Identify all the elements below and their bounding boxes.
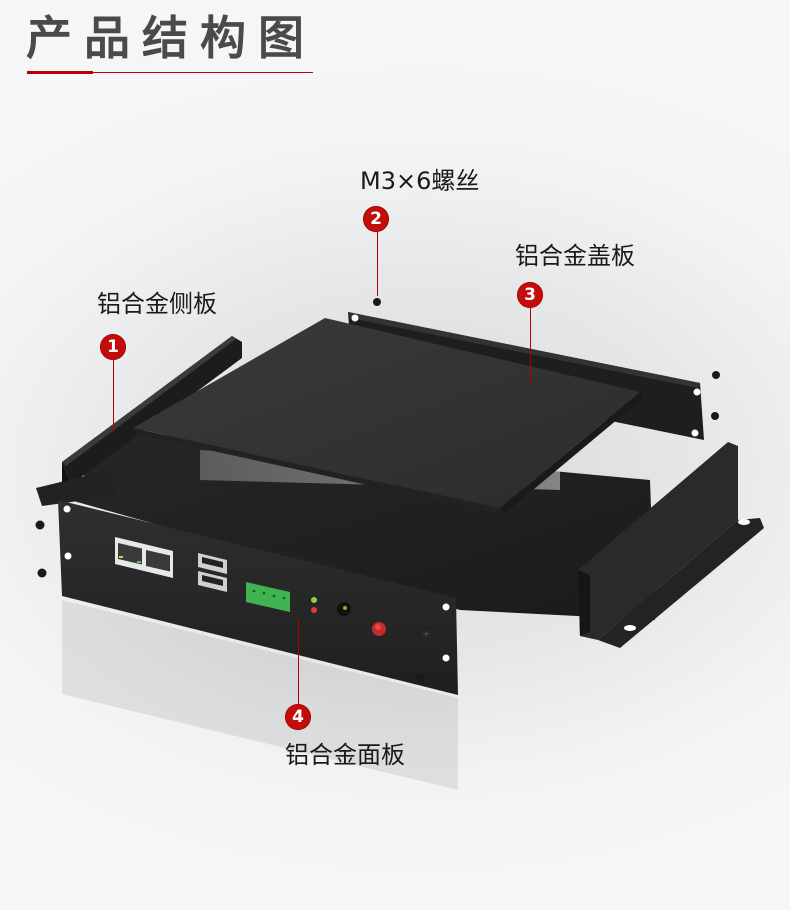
right-side-rail — [578, 442, 764, 648]
front-panel-reflection — [62, 600, 458, 790]
leader-line-4 — [298, 620, 299, 704]
page-title: 产品结构图 — [26, 11, 316, 65]
callout-marker-3: 3 — [517, 282, 543, 308]
left-side-rail — [36, 336, 242, 506]
led-green — [311, 597, 317, 603]
leader-line-2 — [377, 232, 378, 296]
led-red — [311, 607, 317, 613]
leader-line-3 — [530, 308, 531, 386]
callout-label-cover: 铝合金盖板 — [515, 242, 635, 270]
front-panel: + — [58, 500, 458, 695]
leader-line-1 — [113, 360, 114, 433]
rj45-ports — [115, 537, 173, 578]
callout-marker-2: 2 — [363, 206, 389, 232]
svg-text:+: + — [422, 629, 430, 640]
callout-label-screw: M3×6螺丝 — [360, 167, 480, 195]
callout-label-front-panel: 铝合金面板 — [285, 741, 405, 769]
callout-marker-4: 4 — [285, 704, 311, 730]
top-cover-plate — [133, 318, 643, 515]
screws — [35, 298, 720, 683]
power-terminal-block — [246, 582, 290, 612]
callout-label-side-panel: 铝合金侧板 — [97, 290, 217, 318]
title-underline — [27, 72, 313, 73]
title-underline-accent — [27, 71, 93, 74]
callout-marker-1: 1 — [100, 334, 126, 360]
usb-ports — [198, 553, 227, 592]
